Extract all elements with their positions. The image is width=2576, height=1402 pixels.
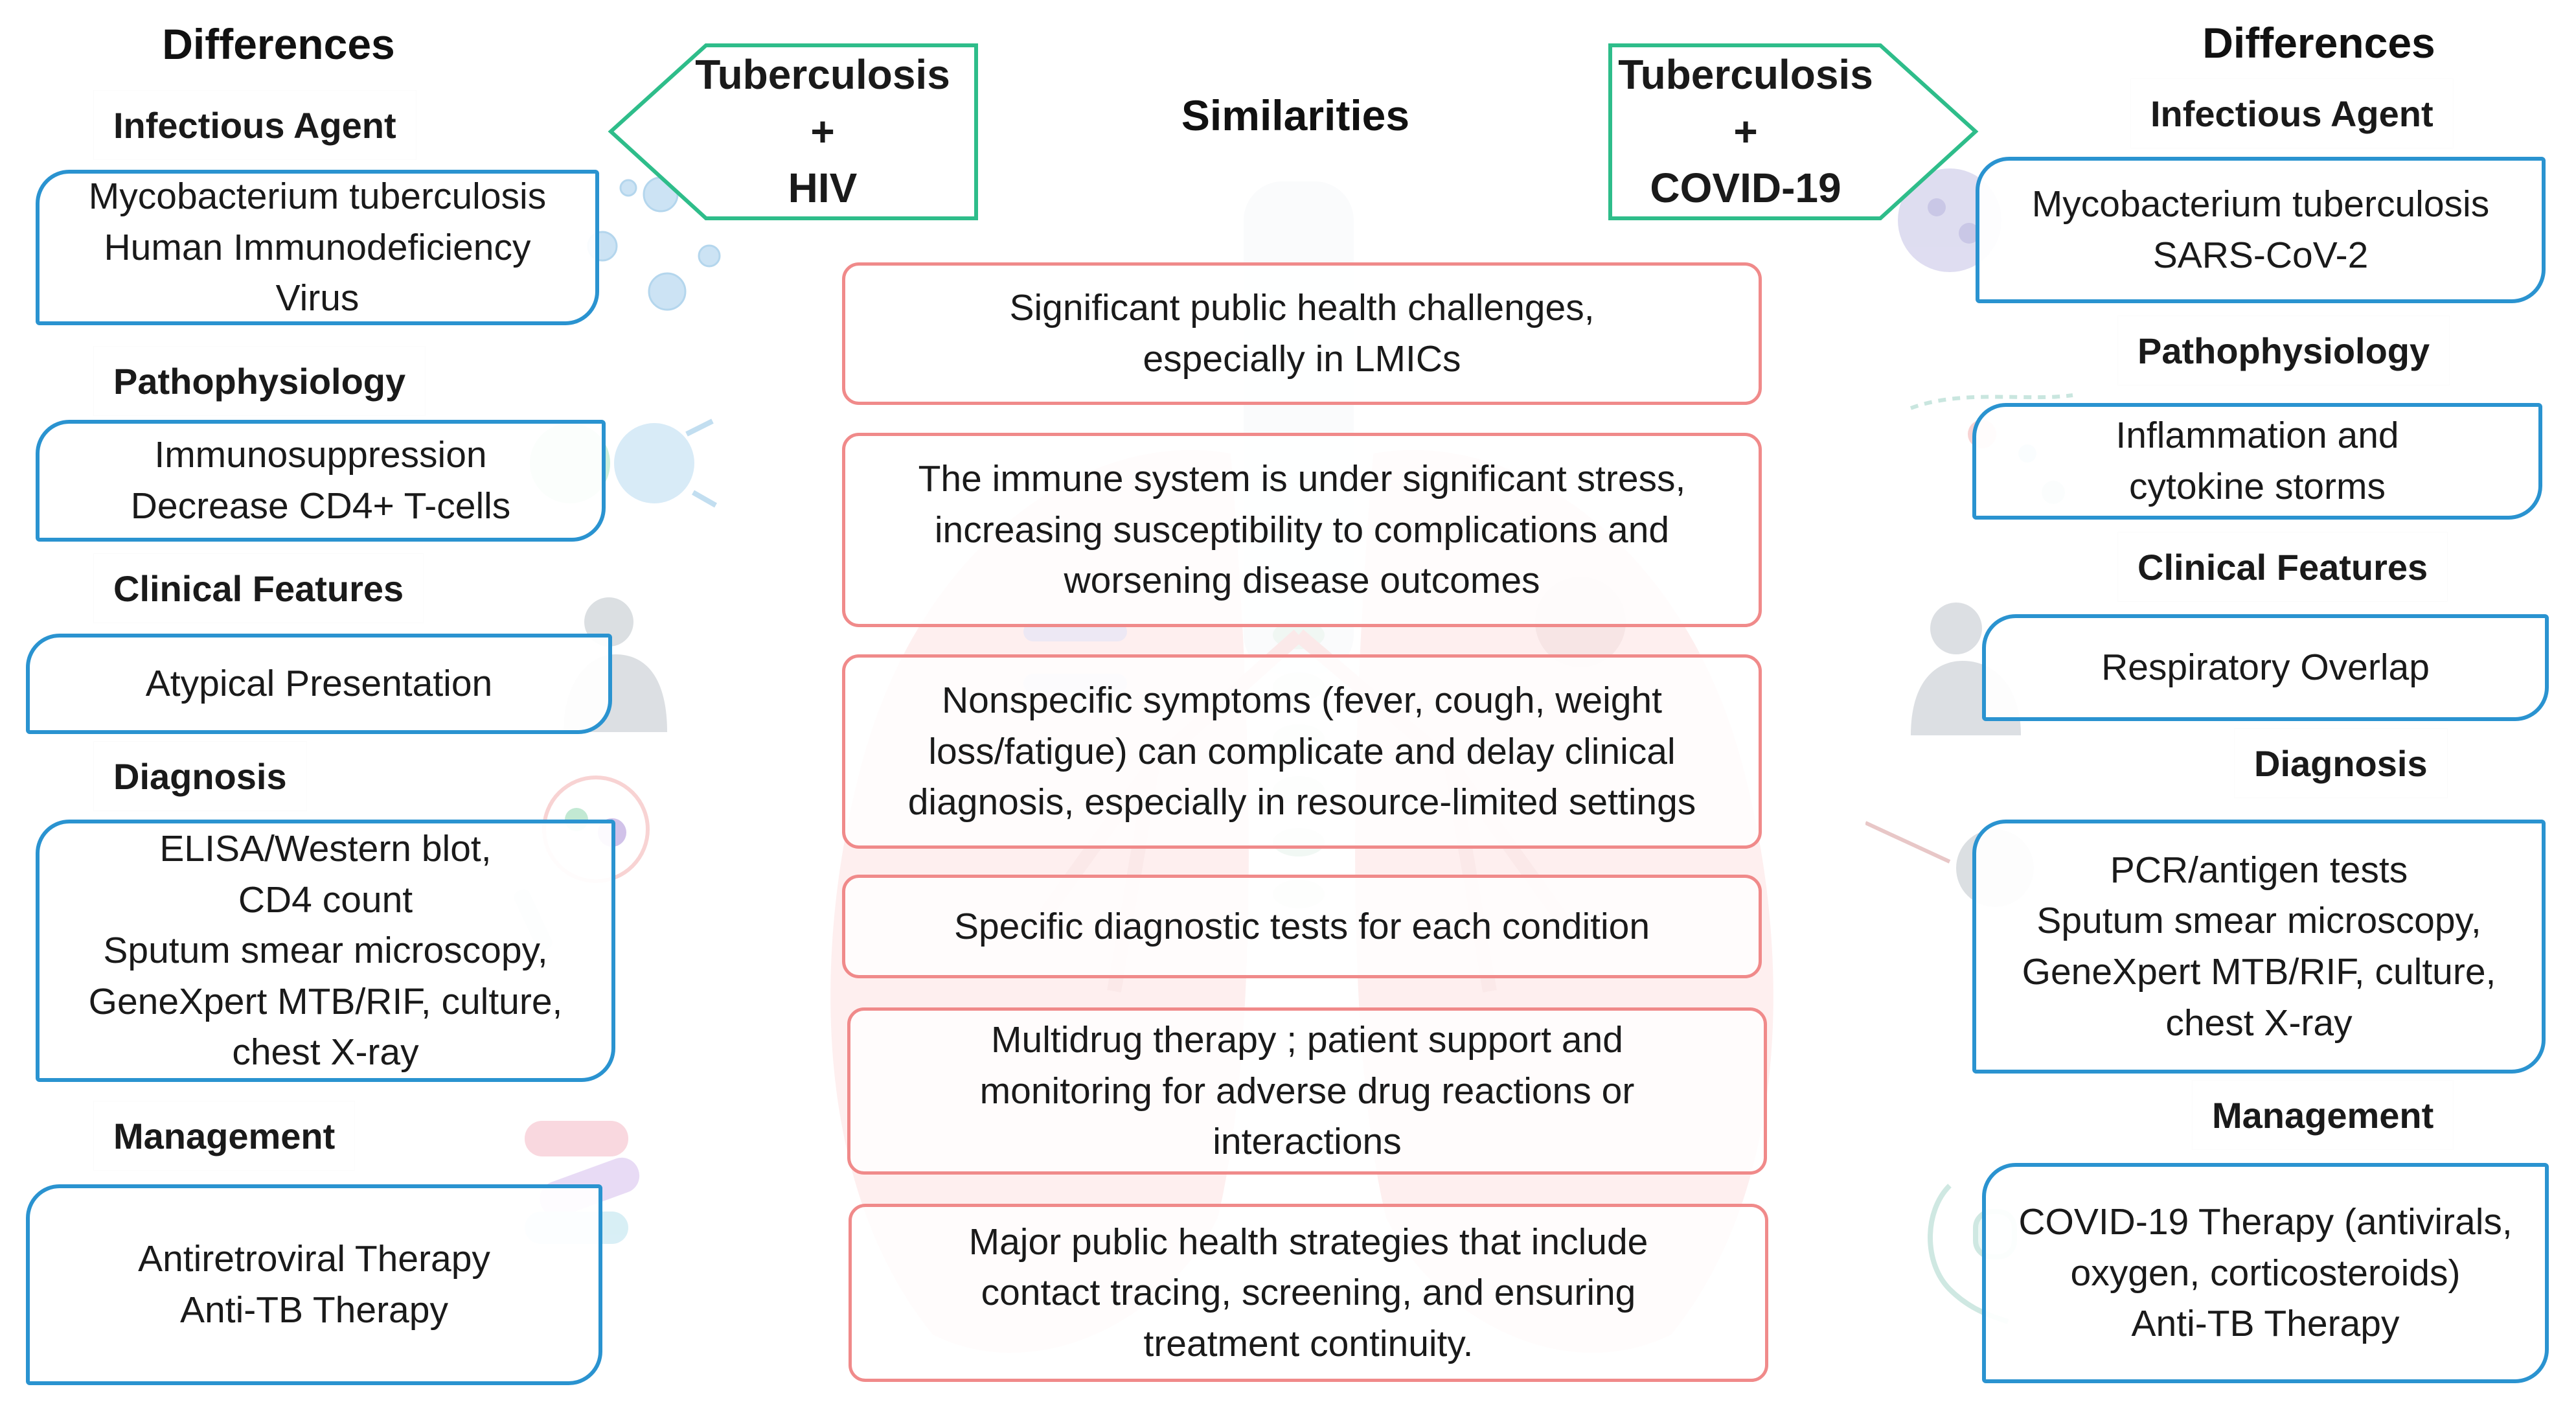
tb-covid-label: Tuberculosis + COVID-19 [1618, 51, 1873, 212]
diagnosis-label-left: Diagnosis [94, 742, 306, 810]
similarity-item: Multidrug therapy ; patient support and … [847, 1007, 1767, 1175]
similarity-item: Major public health strategies that incl… [849, 1204, 1768, 1382]
pathophysiology-box-right: Inflammation and cytokine storms [1972, 403, 2542, 520]
pathophysiology-label-left: Pathophysiology [94, 347, 426, 415]
similarity-item: Nonspecific symptoms (fever, cough, weig… [842, 654, 1762, 849]
similarity-item: Significant public health challenges, es… [842, 262, 1762, 405]
management-box-left: Antiretroviral Therapy Anti-TB Therapy [26, 1184, 602, 1385]
similarity-item: Specific diagnostic tests for each condi… [842, 875, 1762, 978]
clinical-features-label-left: Clinical Features [94, 554, 424, 623]
clinical-features-box-left: Atypical Presentation [26, 634, 612, 734]
tb-hiv-label: Tuberculosis + HIV [695, 51, 950, 212]
diagnosis-label-right: Diagnosis [2235, 729, 2447, 798]
infectious-agent-box-right: Mycobacterium tuberculosis SARS-CoV-2 [1976, 157, 2546, 303]
similarity-item: The immune system is under significant s… [842, 433, 1762, 627]
management-label-right: Management [2193, 1081, 2454, 1149]
diagnosis-box-right: PCR/antigen tests Sputum smear microscop… [1972, 820, 2546, 1074]
differences-title-right: Differences [2202, 19, 2435, 67]
management-box-right: COVID-19 Therapy (antivirals, oxygen, co… [1982, 1163, 2549, 1383]
infectious-agent-box-left: Mycobacterium tuberculosis Human Immunod… [36, 170, 599, 325]
diagnosis-box-left: ELISA/Western blot, CD4 count Sputum sme… [36, 820, 615, 1082]
infectious-agent-label-right: Infectious Agent [2131, 79, 2453, 148]
tb-hiv-arrow [608, 43, 978, 220]
infectious-agent-label-left: Infectious Agent [94, 91, 416, 159]
pathophysiology-label-right: Pathophysiology [2118, 316, 2450, 385]
similarities-title: Similarities [1181, 91, 1410, 139]
differences-title-left: Differences [162, 20, 395, 68]
pathophysiology-box-left: Immunosuppression Decrease CD4+ T-cells [36, 420, 606, 542]
clinical-features-box-right: Respiratory Overlap [1982, 614, 2549, 721]
management-label-left: Management [94, 1101, 355, 1170]
tb-covid-arrow [1608, 43, 1979, 220]
clinical-features-label-right: Clinical Features [2118, 533, 2448, 601]
